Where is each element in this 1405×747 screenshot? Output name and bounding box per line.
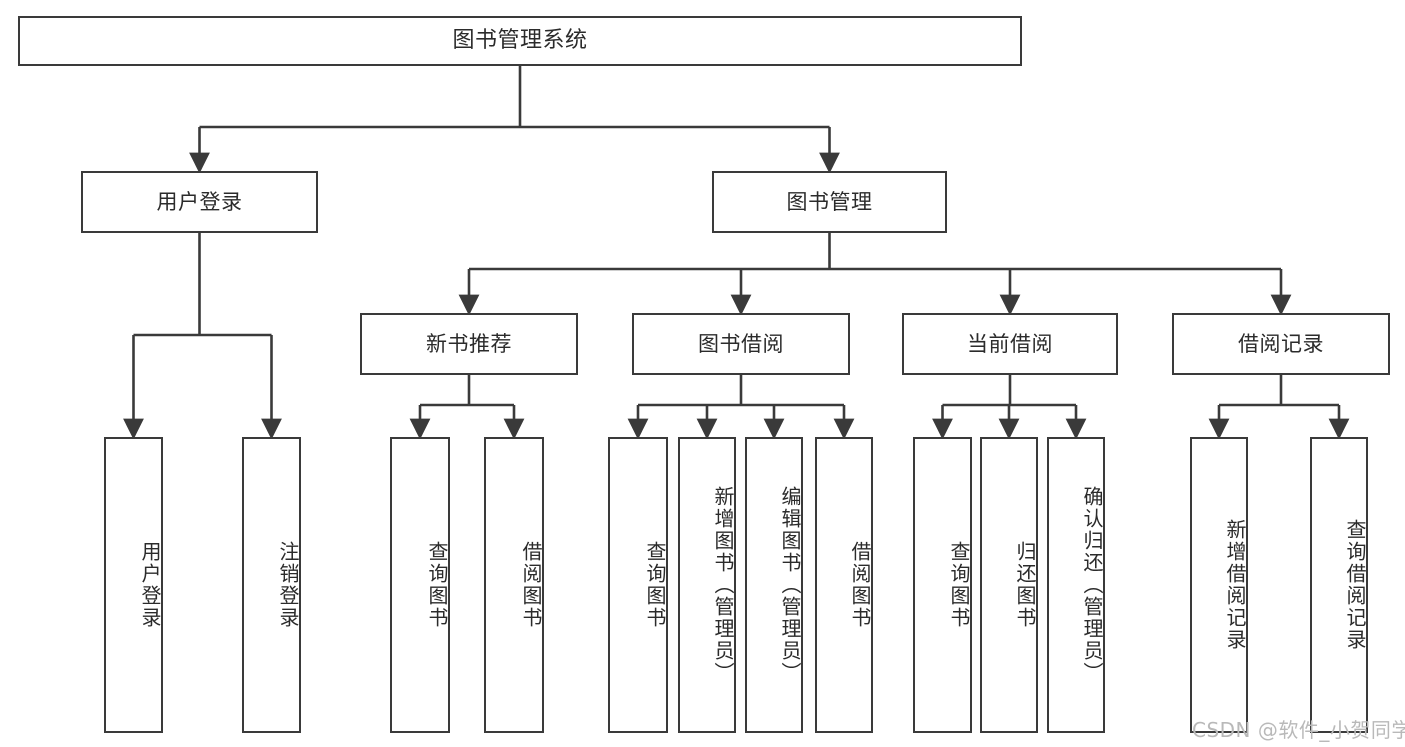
- node-leaf-12[interactable]: 查询借阅记录: [1310, 437, 1368, 733]
- node-leaf-2-label: 查询图书: [425, 541, 449, 629]
- node-leaf-11[interactable]: 新增借阅记录: [1190, 437, 1248, 733]
- node-leaf-10-label: 确认归还（管理员）: [1080, 486, 1104, 684]
- node-leaf-7-label: 借阅图书: [848, 541, 872, 629]
- node-level3-1-label: 图书借阅: [698, 331, 784, 356]
- node-level2-0[interactable]: 用户登录: [81, 171, 318, 233]
- node-leaf-5[interactable]: 新增图书（管理员）: [678, 437, 736, 733]
- node-level2-1[interactable]: 图书管理: [712, 171, 947, 233]
- node-leaf-8[interactable]: 查询图书: [913, 437, 972, 733]
- node-leaf-6[interactable]: 编辑图书（管理员）: [745, 437, 803, 733]
- node-level3-3[interactable]: 借阅记录: [1172, 313, 1390, 375]
- node-level3-3-label: 借阅记录: [1238, 331, 1324, 356]
- node-leaf-4-label: 查询图书: [643, 541, 667, 629]
- node-leaf-1-label: 注销登录: [276, 541, 300, 629]
- node-root[interactable]: 图书管理系统: [18, 16, 1022, 66]
- node-leaf-0-label: 用户登录: [138, 541, 162, 629]
- node-level3-1[interactable]: 图书借阅: [632, 313, 850, 375]
- node-level3-2-label: 当前借阅: [967, 331, 1053, 356]
- node-leaf-3[interactable]: 借阅图书: [484, 437, 544, 733]
- node-level3-0[interactable]: 新书推荐: [360, 313, 578, 375]
- node-leaf-0[interactable]: 用户登录: [104, 437, 163, 733]
- csdn-watermark: CSDN @软件_小贺同学: [1192, 718, 1405, 742]
- node-leaf-9[interactable]: 归还图书: [980, 437, 1038, 733]
- node-leaf-4[interactable]: 查询图书: [608, 437, 668, 733]
- node-root-label: 图书管理系统: [452, 28, 588, 54]
- node-leaf-12-label: 查询借阅记录: [1343, 519, 1367, 651]
- node-leaf-7[interactable]: 借阅图书: [815, 437, 873, 733]
- node-leaf-8-label: 查询图书: [947, 541, 971, 629]
- node-leaf-10[interactable]: 确认归还（管理员）: [1047, 437, 1105, 733]
- node-leaf-9-label: 归还图书: [1013, 541, 1037, 629]
- node-level2-0-label: 用户登录: [156, 189, 243, 214]
- node-level2-1-label: 图书管理: [786, 189, 873, 214]
- node-leaf-5-label: 新增图书（管理员）: [711, 486, 735, 684]
- node-leaf-6-label: 编辑图书（管理员）: [778, 486, 802, 684]
- node-leaf-2[interactable]: 查询图书: [390, 437, 450, 733]
- node-leaf-1[interactable]: 注销登录: [242, 437, 301, 733]
- node-leaf-3-label: 借阅图书: [519, 541, 543, 629]
- node-level3-0-label: 新书推荐: [426, 331, 512, 356]
- node-level3-2[interactable]: 当前借阅: [902, 313, 1118, 375]
- node-leaf-11-label: 新增借阅记录: [1223, 519, 1247, 651]
